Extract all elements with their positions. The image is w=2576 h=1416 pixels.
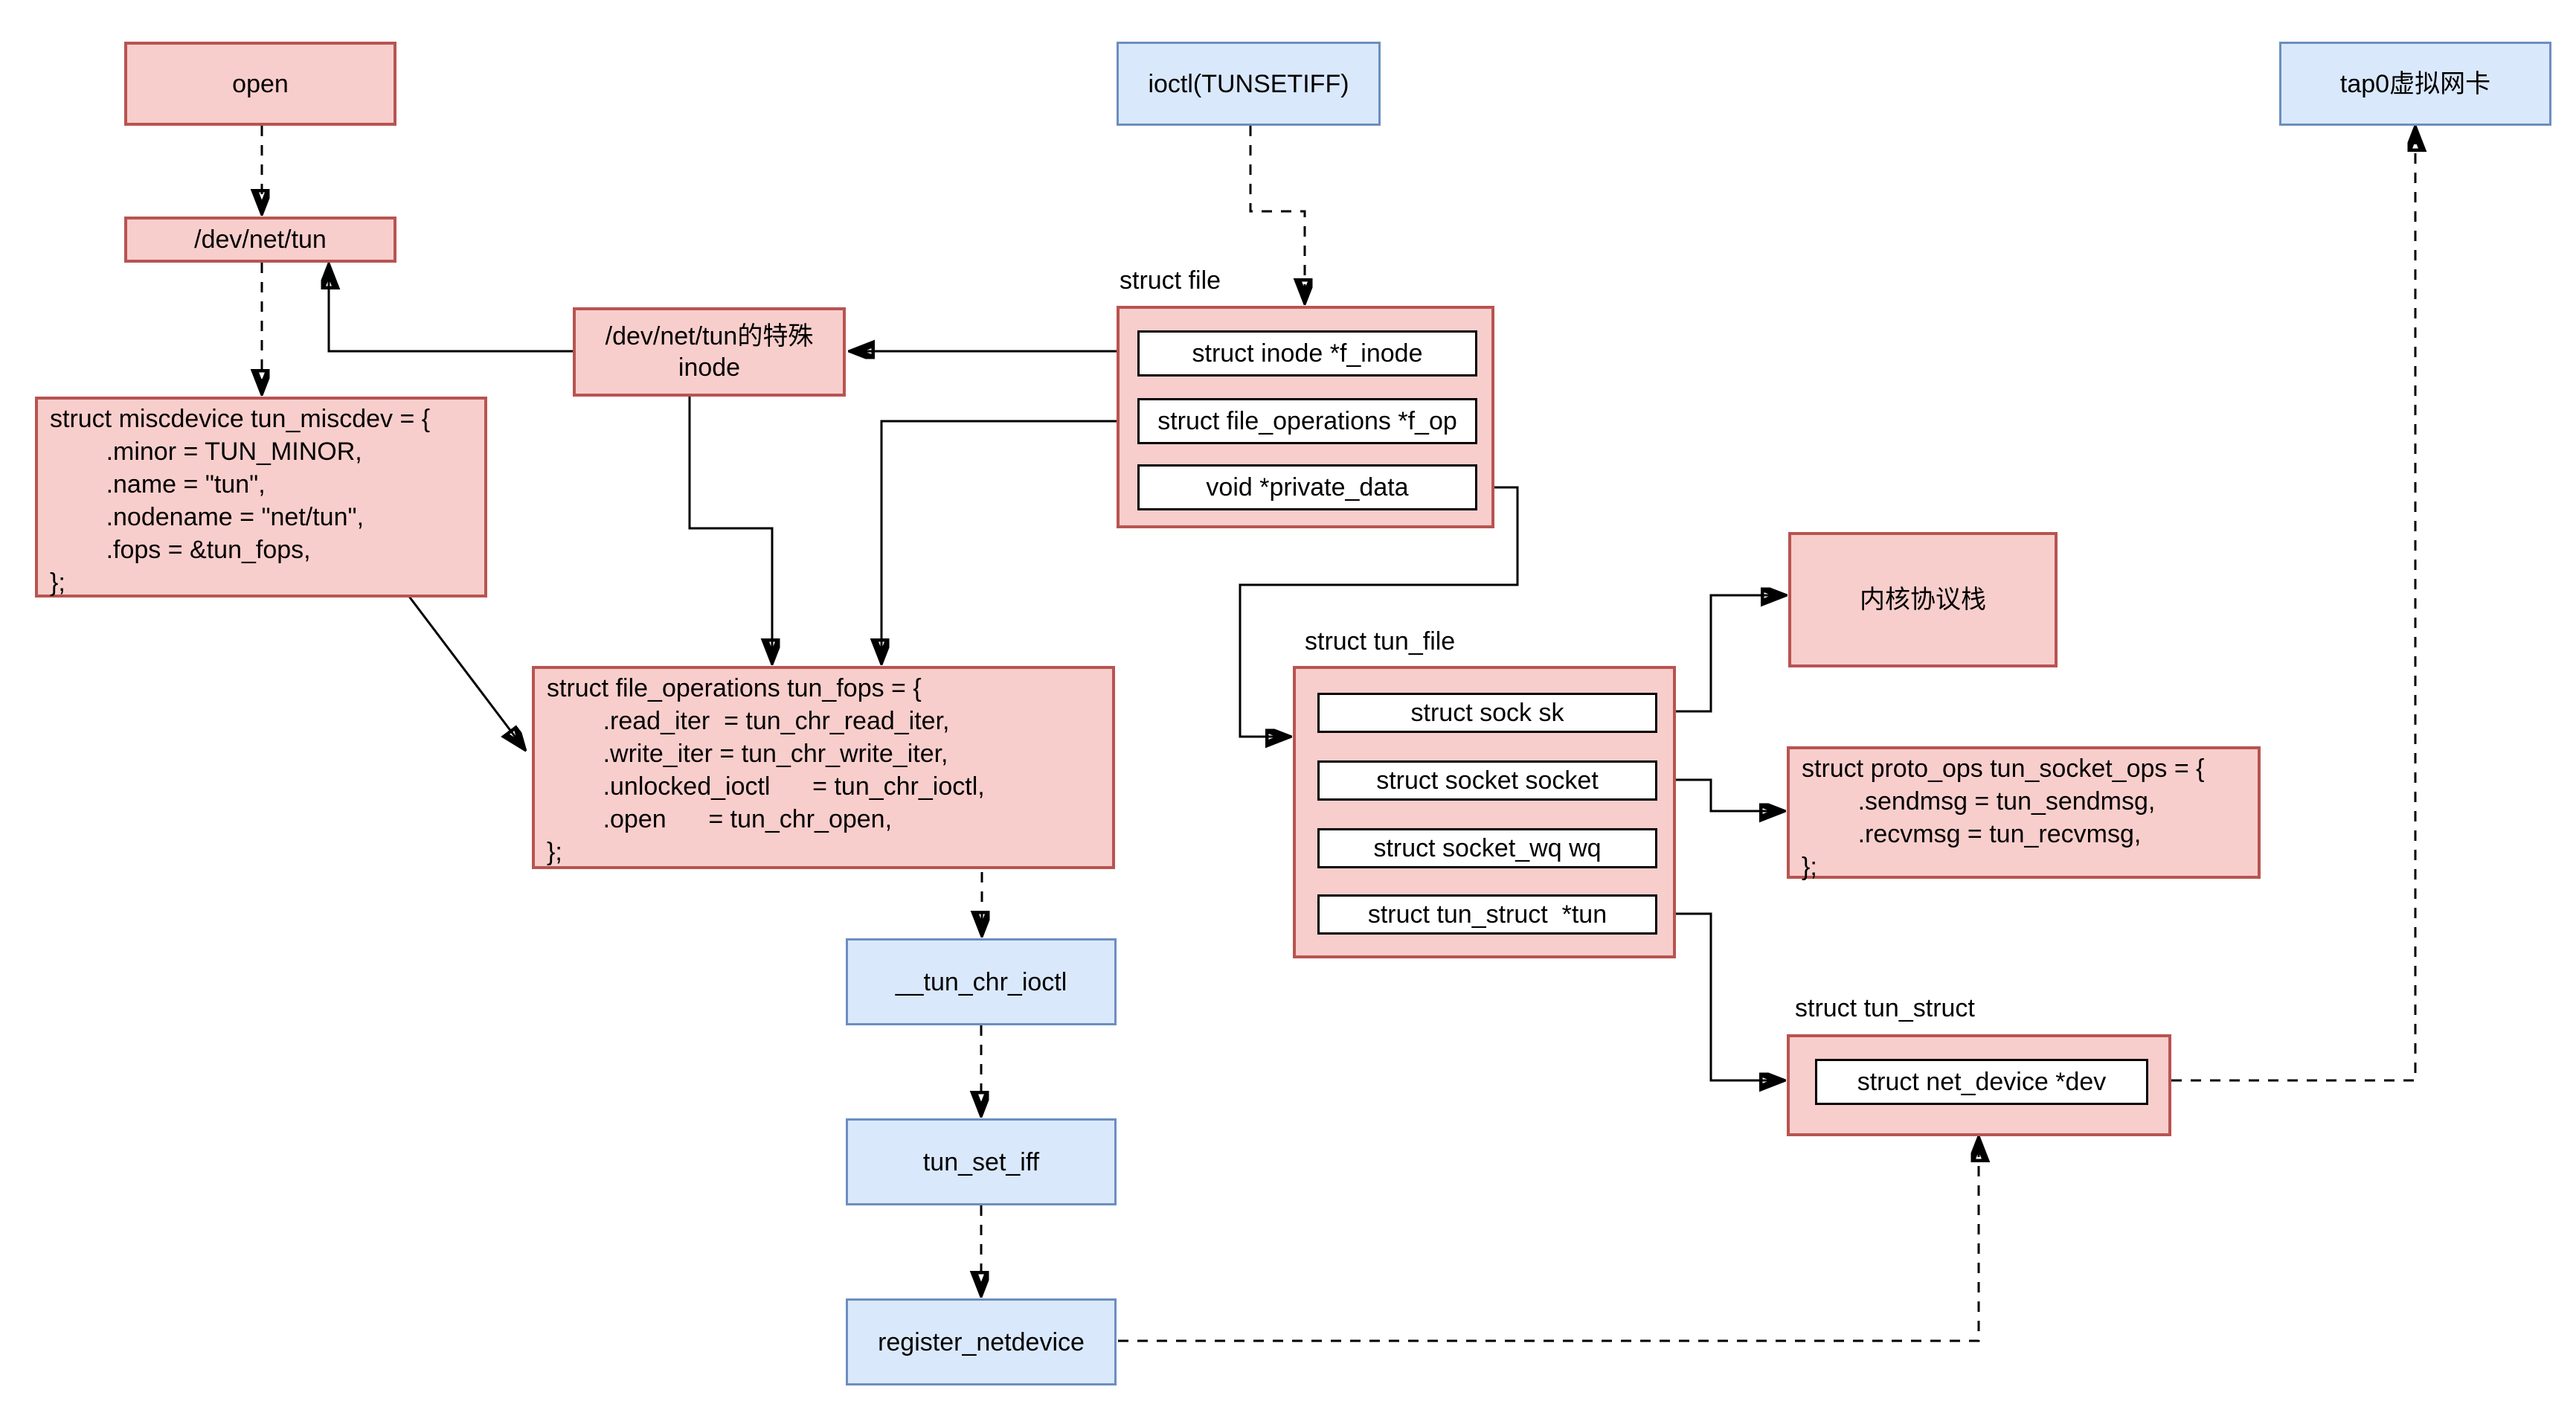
field-f-op: struct file_operations *f_op xyxy=(1137,398,1477,444)
field-net-device-dev: struct net_device *dev xyxy=(1815,1059,2148,1105)
connector-ioctl-to-structfile xyxy=(1249,126,1305,296)
node-tun-fops-code: struct file_operations tun_fops = { .rea… xyxy=(532,666,1115,869)
field-socket-wq: struct socket_wq wq xyxy=(1317,828,1657,868)
node-struct-file: struct inode *f_inode struct file_operat… xyxy=(1117,306,1494,528)
connector-miscdev-to-tunfops xyxy=(404,591,521,744)
node-tun-chr-ioctl: __tun_chr_ioctl xyxy=(846,938,1117,1025)
node-open: open xyxy=(124,42,396,126)
field-f-inode: struct inode *f_inode xyxy=(1137,330,1477,377)
field-sock-sk: struct sock sk xyxy=(1317,693,1657,733)
connector-inode-to-tunfops xyxy=(688,397,772,656)
node-register-netdevice: register_netdevice xyxy=(846,1298,1117,1385)
node-dev-net-tun: /dev/net/tun xyxy=(124,217,396,263)
label-struct-file: struct file xyxy=(1120,266,1221,295)
connector-register-to-tunstruct xyxy=(1118,1144,1979,1342)
node-proto-ops-code: struct proto_ops tun_socket_ops = { .sen… xyxy=(1787,746,2261,881)
connector-dev-to-tap0 xyxy=(2171,134,2415,1082)
node-kernel-protocol-stack: 内核协议栈 xyxy=(1788,532,2058,667)
node-ioctl-tunsetiff: ioctl(TUNSETIFF) xyxy=(1117,42,1381,126)
node-struct-tun-file: struct sock sk struct socket socket stru… xyxy=(1293,666,1676,958)
field-tun-struct-ptr: struct tun_struct *tun xyxy=(1317,894,1657,935)
connector-fop-to-tunfops xyxy=(881,420,1136,656)
node-tap0-virtual-nic: tap0虚拟网卡 xyxy=(2279,42,2551,126)
field-private-data: void *private_data xyxy=(1137,464,1477,510)
field-socket: struct socket socket xyxy=(1317,760,1657,801)
connector-inode-to-devnettun xyxy=(329,272,573,353)
node-special-inode: /dev/net/tun的特殊 inode xyxy=(573,307,846,397)
label-struct-tun-struct: struct tun_struct xyxy=(1795,994,1975,1022)
node-miscdevice-code: struct miscdevice tun_miscdev = { .minor… xyxy=(35,397,487,598)
node-struct-tun-struct: struct net_device *dev xyxy=(1787,1034,2171,1136)
node-tun-set-iff: tun_set_iff xyxy=(846,1118,1117,1205)
label-struct-tun-file: struct tun_file xyxy=(1305,627,1456,656)
